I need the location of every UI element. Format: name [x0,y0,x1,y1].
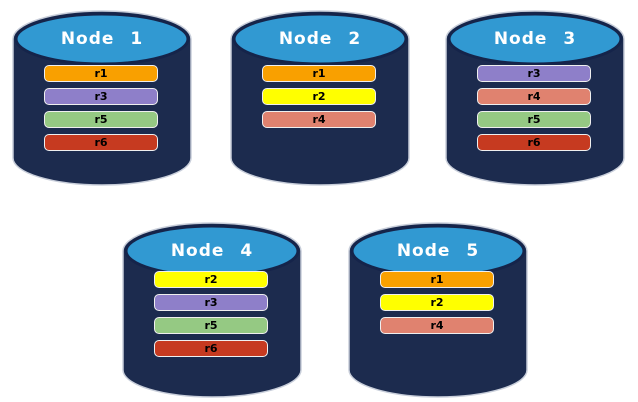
replica-bar-label: r5 [527,113,541,126]
db-node-4: Node 4 r2 r3 r5 r6 [122,221,302,399]
replica-bar-r4: r4 [380,317,494,334]
replica-bar-label: r3 [94,90,108,103]
replica-bar-label: r1 [94,67,108,80]
replica-bar-label: r4 [312,113,326,126]
replica-bar-label: r5 [204,319,218,332]
db-node-5: Node 5 r1 r2 r4 [348,221,528,399]
node-title: Node 5 [396,241,480,261]
db-node-2: Node 2 r1 r2 r4 [230,9,410,187]
replica-bar-r1: r1 [380,271,494,288]
replica-bar-r5: r5 [154,317,268,334]
replica-bar-label: r2 [204,273,218,286]
replica-bar-label: r1 [312,67,326,80]
node-title: Node 3 [493,29,577,49]
replica-bar-r3: r3 [44,88,158,105]
cylinder-top-ellipse [14,12,190,66]
replica-bar-r5: r5 [477,111,591,128]
cylinder-top-ellipse [447,12,623,66]
replica-bar-r4: r4 [477,88,591,105]
replica-bar-label: r4 [430,319,444,332]
cylinder-top-ellipse [232,12,408,66]
replica-bar-r2: r2 [380,294,494,311]
replica-bar-r1: r1 [44,65,158,82]
node-title: Node 2 [278,29,362,49]
replica-bar-label: r6 [204,342,218,355]
replica-bar-label: r2 [312,90,326,103]
replica-bar-r5: r5 [44,111,158,128]
replica-bar-label: r6 [527,136,541,149]
replica-bar-label: r5 [94,113,108,126]
db-node-1: Node 1 r1 r3 r5 r6 [12,9,192,187]
replica-bar-label: r1 [430,273,444,286]
replica-bar-label: r3 [204,296,218,309]
replica-bar-r6: r6 [154,340,268,357]
node-title: Node 1 [60,29,144,49]
replica-bar-label: r4 [527,90,541,103]
replica-bar-r6: r6 [477,134,591,151]
replica-bar-r2: r2 [262,88,376,105]
node-title: Node 4 [170,241,254,261]
replica-bar-label: r3 [527,67,541,80]
replica-bar-r6: r6 [44,134,158,151]
replica-bar-label: r2 [430,296,444,309]
replica-bar-r3: r3 [154,294,268,311]
replica-bar-r3: r3 [477,65,591,82]
db-node-3: Node 3 r3 r4 r5 r6 [445,9,625,187]
replica-bar-r4: r4 [262,111,376,128]
replica-bar-r1: r1 [262,65,376,82]
replica-bar-label: r6 [94,136,108,149]
replica-bar-r2: r2 [154,271,268,288]
